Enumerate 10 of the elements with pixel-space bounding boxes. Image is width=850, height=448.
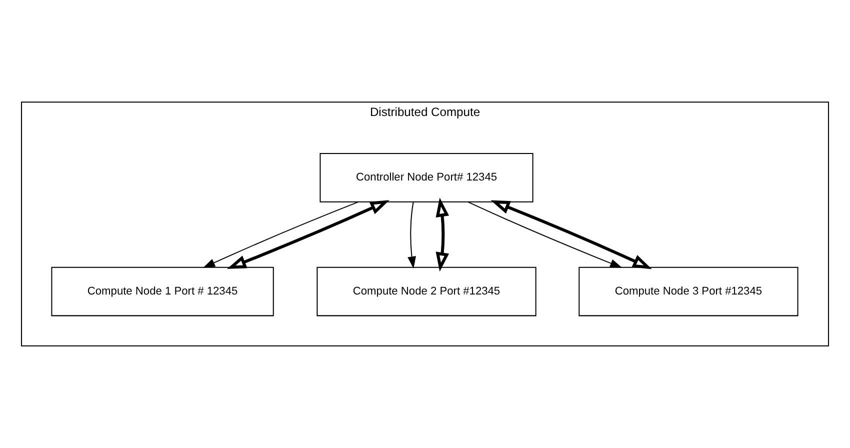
node-box: Compute Node 3 Port #12345 — [578, 266, 798, 316]
arrow — [468, 202, 622, 268]
node-box: Controller Node Port# 12345 — [320, 152, 534, 202]
arrow — [227, 200, 390, 269]
arrow — [490, 200, 652, 270]
arrow — [202, 202, 358, 268]
arrow — [408, 202, 416, 269]
node-box: Compute Node 2 Port #12345 — [316, 266, 536, 316]
node-box: Compute Node 1 Port # 12345 — [51, 266, 274, 316]
arrow — [436, 198, 450, 272]
